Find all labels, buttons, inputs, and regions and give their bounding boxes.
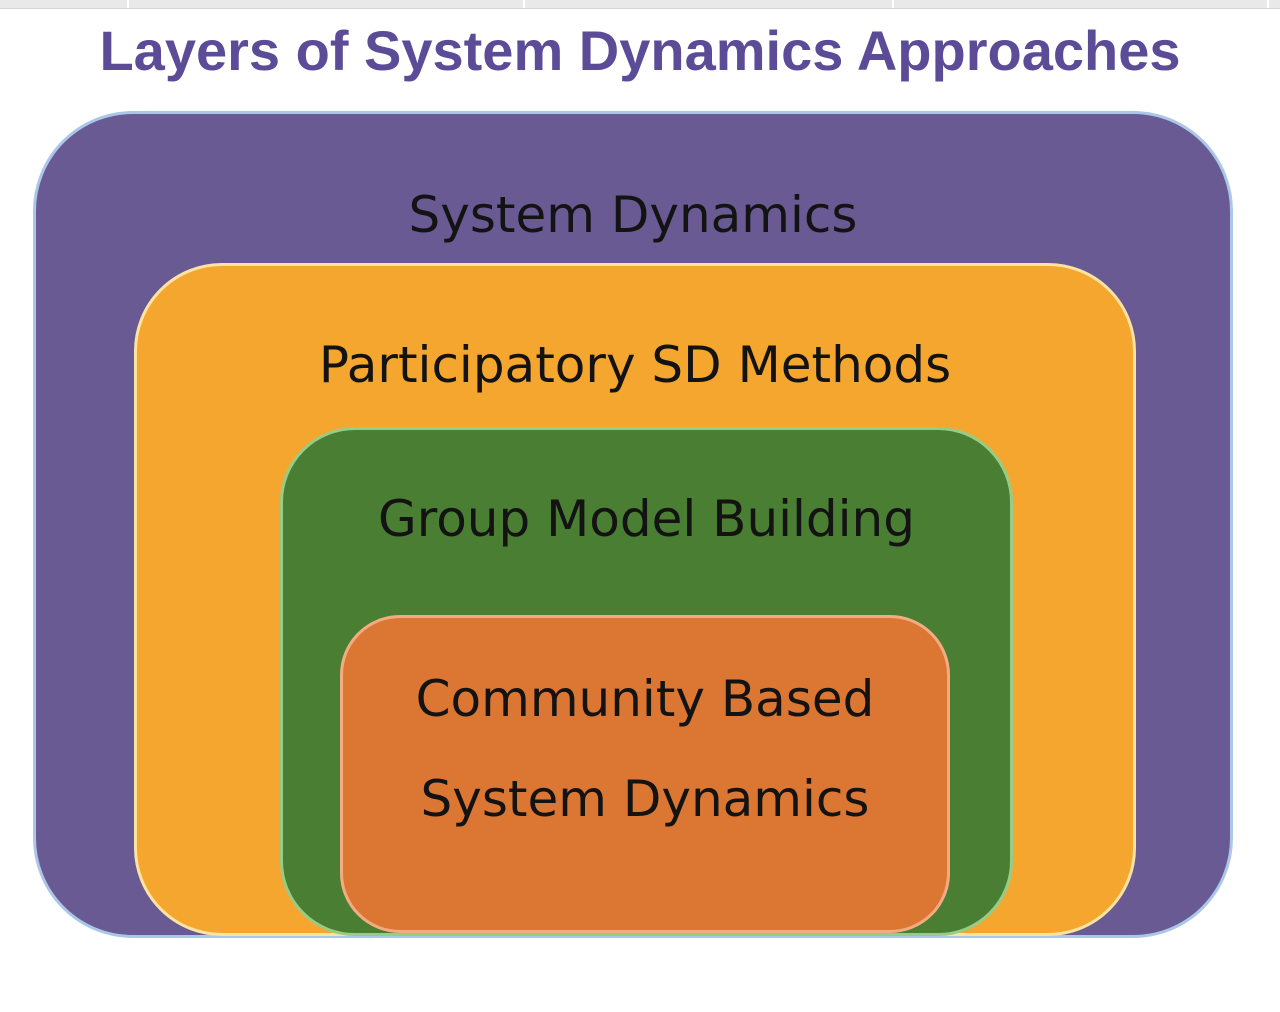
strip-divider	[127, 0, 129, 8]
page-title: Layers of System Dynamics Approaches	[99, 19, 1181, 82]
top-edge-strip	[0, 0, 1280, 9]
strip-divider	[1267, 0, 1269, 8]
layer-label-line: Community Based	[415, 670, 875, 728]
layer-label-group-model-building: Group Model Building	[378, 490, 915, 548]
layer-label-community-based-system-dynamics: Community Based System Dynamics	[343, 649, 947, 849]
layer-label-participatory-sd-methods: Participatory SD Methods	[318, 336, 952, 394]
layer-community-based-system-dynamics: Community Based System Dynamics	[340, 615, 950, 933]
layer-system-dynamics: System Dynamics Participatory SD Methods…	[33, 111, 1233, 938]
strip-divider	[523, 0, 525, 8]
layer-label-line: System Dynamics	[420, 770, 870, 828]
layer-label-system-dynamics: System Dynamics	[408, 186, 858, 244]
strip-divider	[892, 0, 894, 8]
layer-participatory-sd-methods: Participatory SD Methods Group Model Bui…	[134, 263, 1136, 936]
layer-group-model-building: Group Model Building Community Based Sys…	[280, 427, 1013, 936]
